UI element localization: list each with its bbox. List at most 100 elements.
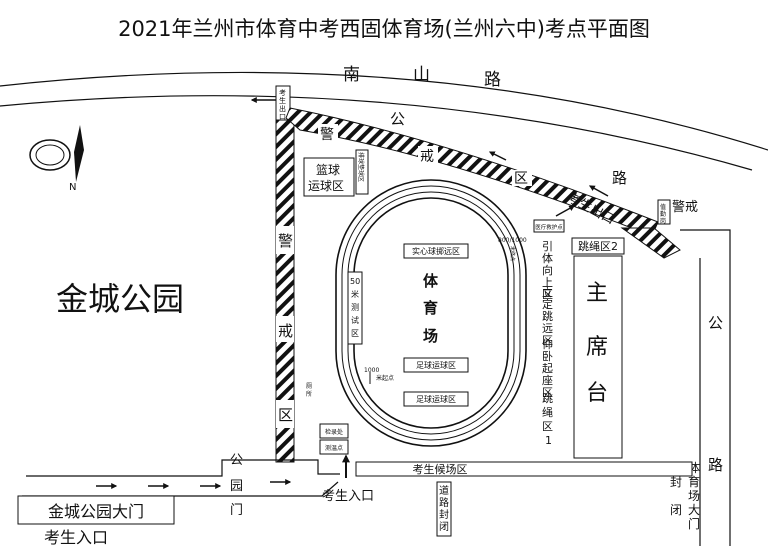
left-police-label-bg [276, 226, 294, 254]
stadium-gate-char: 门 [688, 516, 700, 531]
park-gate-box [17, 495, 175, 525]
pullup-char: 区 [542, 288, 553, 301]
medical-point [533, 219, 565, 233]
pullup-char: 向 [542, 263, 553, 277]
exam-entrance-mid-label: 考生入口 [322, 489, 374, 504]
basketball-zone [303, 157, 355, 197]
nanshan-road-char: 路 [484, 70, 501, 90]
east-road-line-outer [680, 229, 731, 546]
temperature-label: 测温点 [325, 444, 343, 452]
exam-exit-char: 口 [279, 113, 286, 121]
sealed-char: 闭 [670, 503, 682, 517]
exam-entrance-bottom-label: 考生入口 [44, 528, 108, 546]
checkin-point [319, 423, 349, 439]
finish-label: 米终点 [509, 246, 516, 261]
police-road-char: 警戒 [672, 199, 698, 215]
basketball-label: 运球区 [308, 179, 344, 193]
police-zone-char: 区 [278, 406, 293, 424]
longjump-char: 区 [542, 334, 553, 347]
grandstand-char: 主 [586, 281, 608, 306]
page-title: 2021年兰州市体育中考西固体育场(兰州六中)考点平面图 [118, 17, 650, 41]
east-road-char: 路 [708, 456, 723, 474]
football-zone-1 [403, 357, 469, 373]
top-police-label-bg [318, 124, 338, 142]
exit-arrow-icon [588, 185, 609, 197]
longjump-char: 立 [542, 285, 553, 299]
situp-char: 卧 [542, 350, 553, 363]
compass: N [29, 125, 84, 193]
football-label-2: 足球运球区 [416, 394, 456, 404]
police-road-char: 路 [612, 169, 627, 187]
exam-exit-char: 出 [279, 104, 286, 113]
stadium-gate-char: 场 [688, 489, 700, 503]
situp-zone: 仰 卧 起 座 区 [542, 337, 553, 399]
volleyball-label: 排球垫球区 [357, 152, 365, 182]
nanshan-road-char: 山 [413, 65, 430, 85]
entrance-path-upper [26, 459, 340, 477]
volleyball-zone [355, 149, 369, 195]
grandstand-char: 席 [586, 335, 608, 360]
stadium-char: 育 [423, 299, 438, 317]
east-road-char: 公 [708, 314, 723, 332]
football-zone-2 [403, 391, 469, 407]
right-police-wedge [620, 227, 681, 259]
pullup-zone: 引 体 向 上 区 [542, 239, 553, 301]
situp-char: 起 [542, 362, 553, 375]
park-gate-side-char: 园 [230, 479, 243, 494]
sprint-50-label: 测 [351, 303, 359, 312]
nanshan-road-line-inner [0, 95, 753, 171]
police-road-char: 公 [390, 110, 405, 128]
police-zone-char: 戒 [278, 322, 293, 340]
rope-zone-2-label: 跳绳区2 [578, 239, 618, 253]
police-road-char: 区 [514, 171, 528, 187]
duty-post-box [657, 199, 671, 225]
park-gate-label: 金城公园大门 [48, 502, 144, 521]
compass-inner-ring [35, 144, 65, 166]
pullup-char: 引 [542, 239, 553, 253]
grandstand [573, 255, 623, 459]
situp-char: 仰 [542, 337, 553, 351]
left-police-strip [275, 119, 295, 463]
start-1000-label: 米起点 [376, 374, 394, 382]
left-police-label-bg [276, 400, 294, 428]
pullup-char: 上 [542, 276, 553, 289]
solid-ball-zone [403, 243, 469, 259]
basketball-label: 篮球 [316, 162, 340, 177]
sprint-50-label: 米 [351, 289, 359, 299]
road-closed-char: 路 [439, 496, 449, 509]
rope-1-char: 绳 [542, 405, 553, 419]
compass-label: N [69, 182, 76, 193]
top-police-label-bg [418, 146, 438, 164]
medical-label: 医疗救护点 [535, 223, 563, 231]
football-label-1: 足球运球区 [416, 360, 456, 370]
police-road-char: 警 [320, 127, 334, 143]
duty-post-char: 值 [660, 203, 666, 211]
rope-zone-2 [571, 237, 625, 255]
entrance-path-lower [22, 481, 339, 497]
rope-1-char: 跳 [542, 391, 553, 405]
nanshan-road-line-outer [0, 71, 768, 151]
track-lane [341, 185, 521, 441]
rope-1-char: 区 [542, 420, 553, 433]
toilet-char: 厕 [306, 383, 312, 390]
grandstand-char: 台 [586, 381, 608, 406]
park-gate-side-char: 门 [230, 503, 243, 518]
road-closed-box [436, 481, 452, 537]
road-closed-char: 闭 [439, 520, 449, 533]
temperature-point [319, 439, 349, 455]
toilet-char: 所 [306, 390, 312, 398]
track-800-label: 800/1000 [498, 237, 527, 244]
sealed-char: 封 [670, 475, 682, 489]
sprint-50-label: 区 [351, 329, 359, 338]
nanshan-road-char: 南 [343, 65, 360, 85]
sprint-50-label: 试 [351, 315, 359, 325]
stadium-char: 体 [423, 272, 439, 290]
situp-char: 座 [542, 373, 553, 387]
situp-char: 区 [542, 386, 553, 399]
pullup-char: 体 [542, 251, 553, 265]
longjump-zone: 立 定 跳 远 区 [542, 285, 553, 347]
police-road-char: 戒 [420, 149, 434, 165]
exit-arrow-icon [555, 205, 576, 217]
longjump-char: 定 [542, 297, 553, 311]
stadium-char: 场 [423, 327, 438, 345]
